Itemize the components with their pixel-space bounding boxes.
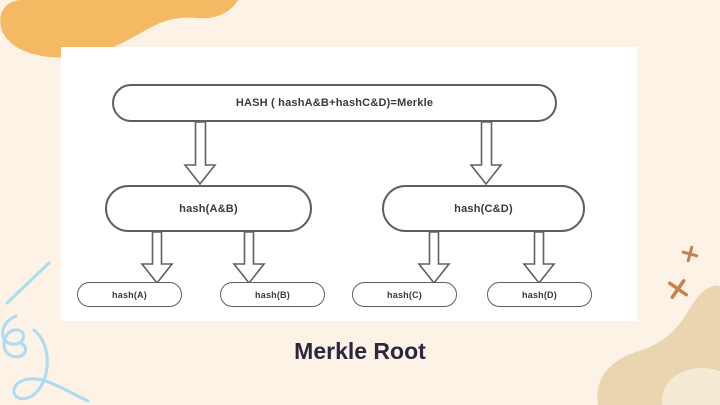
- arrow-down-icon: [522, 231, 556, 285]
- node-hash-ab: hash(A&B): [105, 185, 312, 232]
- node-hash-a: hash(A): [77, 282, 182, 307]
- sparkle-icon: [668, 279, 688, 299]
- node-hash-d: hash(D): [487, 282, 592, 307]
- arrow-down-icon: [140, 231, 174, 285]
- arrow-down-icon: [232, 231, 266, 285]
- tree-arrows: [140, 121, 556, 285]
- caption-merkle-root: Merkle Root: [294, 338, 426, 364]
- node-merkle-root: HASH ( hashA&B+hashC&D)=Merkle: [112, 84, 557, 122]
- arrow-down-icon: [183, 121, 217, 186]
- tan-blob-highlight: [662, 368, 720, 405]
- node-hash-c: hash(C): [352, 282, 457, 307]
- node-hash-b: hash(B): [220, 282, 325, 307]
- node-hash-cd: hash(C&D): [382, 185, 585, 232]
- diagram-panel: HASH ( hashA&B+hashC&D)=Merkle hash(A&B)…: [61, 47, 637, 321]
- arrow-down-icon: [417, 231, 451, 285]
- arrow-down-icon: [469, 121, 503, 186]
- sparkle-icon: [681, 245, 699, 263]
